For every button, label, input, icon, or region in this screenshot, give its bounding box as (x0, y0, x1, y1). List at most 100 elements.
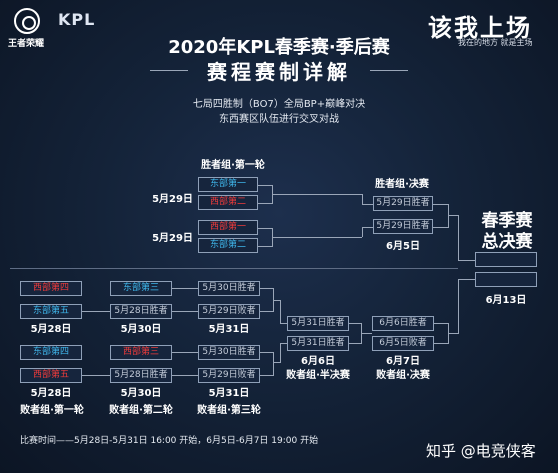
bracket-connector-line (258, 185, 272, 186)
bracket-connector-line (273, 362, 280, 363)
bracket-connector-line (82, 375, 110, 376)
losers-r3-date-b: 5月31日 (208, 388, 250, 399)
losers-r3-slot-b2: 5月29日败者 (198, 368, 260, 383)
team-east-5: 东部第五 (20, 304, 82, 319)
team-west-5: 西部第五 (20, 368, 82, 383)
bracket-connector-line (10, 268, 458, 269)
losers-r3-date-a: 5月31日 (208, 324, 250, 335)
title-divider-left (150, 70, 188, 71)
bracket-connector-line (362, 204, 373, 205)
kpl-logo: KPL (58, 10, 96, 29)
losers-semi-label: 败者组·半决赛 (286, 370, 350, 381)
bracket-connector-line (260, 352, 273, 353)
bracket-connector-line (448, 204, 449, 228)
losers-semi-slot-2: 5月31日胜者 (287, 336, 349, 351)
slogan-subtitle: 我在的地方 就是主场 (458, 38, 533, 47)
bracket-connector-line (458, 260, 475, 261)
losers-round2-label: 败者组·第二轮 (109, 405, 173, 416)
cross-match-info: 东西赛区队伍进行交叉对战 (219, 114, 339, 125)
bracket-connector-line (280, 323, 287, 324)
bracket-connector-line (433, 227, 448, 228)
losers-r2-date-b: 5月30日 (120, 388, 162, 399)
losers-r3-slot-a1: 5月30日胜者 (198, 281, 260, 296)
bracket-connector-line (434, 323, 448, 324)
bracket-connector-line (172, 288, 198, 289)
bracket-connector-line (82, 311, 110, 312)
bracket-connector-line (433, 204, 448, 205)
format-info: 七局四胜制（BO7）全局BP+巅峰对决 (192, 99, 366, 110)
bracket-connector-line (273, 352, 274, 376)
bracket-connector-line (280, 343, 281, 363)
team-west-4: 西部第四 (20, 281, 82, 296)
bracket-connector-line (458, 279, 459, 334)
team-east-4: 东部第四 (20, 345, 82, 360)
losers-final-slot-2: 6月5日败者 (372, 336, 434, 351)
losers-r3-slot-b1: 5月30日胜者 (198, 345, 260, 360)
bracket-connector-line (172, 311, 198, 312)
bracket-connector-line (362, 227, 363, 237)
grand-final-date: 6月13日 (485, 295, 527, 306)
page-title: 2020年KPL春季赛·季后赛 (168, 37, 390, 58)
bracket-connector-line (260, 375, 273, 376)
title-divider-right (370, 70, 408, 71)
bracket-connector-line (280, 343, 287, 344)
page-subtitle: 赛程赛制详解 (207, 60, 351, 84)
losers-semi-date: 6月6日 (301, 356, 335, 367)
bracket-connector-line (349, 343, 361, 344)
team-east-1: 东部第一 (198, 177, 258, 192)
losers-final-date: 6月7日 (386, 356, 420, 367)
losers-round1-label: 败者组·第一轮 (20, 405, 84, 416)
winners-final-date: 6月5日 (386, 241, 420, 252)
winners-final-label: 胜者组·决赛 (375, 179, 429, 190)
winners-date-a: 5月29日 (152, 194, 193, 205)
losers-r2-slot-b: 5月28日胜者 (110, 368, 172, 383)
honor-of-kings-logo-icon (14, 8, 40, 34)
bracket-connector-line (172, 375, 198, 376)
losers-r1-date-b: 5月28日 (30, 388, 72, 399)
bracket-connector-line (172, 352, 198, 353)
bracket-connector-line (361, 333, 372, 334)
bracket-connector-line (273, 300, 280, 301)
bracket-connector-line (349, 323, 361, 324)
team-west-1: 西部第一 (198, 220, 258, 235)
zhihu-watermark: 知乎 @电竞侠客 (426, 442, 536, 460)
grand-final-slot-1 (475, 252, 537, 267)
bracket-connector-line (258, 246, 272, 247)
bracket-connector-line (434, 343, 448, 344)
losers-round3-label: 败者组·第三轮 (197, 405, 261, 416)
grand-final-title: 春季赛 (481, 211, 533, 231)
losers-final-slot-1: 6月6日胜者 (372, 316, 434, 331)
bracket-connector-line (458, 215, 459, 260)
losers-r3-slot-a2: 5月29日败者 (198, 304, 260, 319)
bracket-connector-line (362, 227, 373, 228)
losers-semi-slot-1: 5月31日胜者 (287, 316, 349, 331)
bracket-connector-line (448, 215, 458, 216)
bracket-connector-line (272, 237, 362, 238)
team-west-3: 西部第三 (110, 345, 172, 360)
losers-r2-date-a: 5月30日 (120, 324, 162, 335)
bracket-connector-line (448, 333, 458, 334)
schedule-time-footer: 比赛时间——5月28日-5月31日 16:00 开始，6月5日-6月7日 19:… (20, 436, 319, 446)
winners-round1-label: 胜者组·第一轮 (201, 160, 265, 171)
winners-final-slot-1: 5月29日胜者 (373, 196, 433, 211)
bracket-connector-line (260, 311, 273, 312)
losers-r2-slot-a: 5月28日胜者 (110, 304, 172, 319)
bracket-connector-line (458, 279, 475, 280)
slogan: 该我上场 (428, 14, 532, 42)
team-west-2: 西部第二 (198, 195, 258, 210)
bracket-connector-line (258, 203, 272, 204)
losers-r1-date-a: 5月28日 (30, 324, 72, 335)
game-logo-text: 王者荣耀 (8, 39, 45, 49)
bracket-connector-line (260, 288, 273, 289)
grand-final-slot-2 (475, 272, 537, 287)
team-east-2: 东部第二 (198, 238, 258, 253)
winners-date-b: 5月29日 (152, 233, 193, 244)
bracket-connector-line (280, 300, 281, 323)
losers-final-label: 败者组·决赛 (376, 370, 430, 381)
winners-final-slot-2: 5月29日胜者 (373, 219, 433, 234)
grand-final-subtitle: 总决赛 (481, 232, 533, 252)
team-east-3: 东部第三 (110, 281, 172, 296)
bracket-connector-line (362, 194, 363, 204)
bracket-connector-line (258, 228, 272, 229)
